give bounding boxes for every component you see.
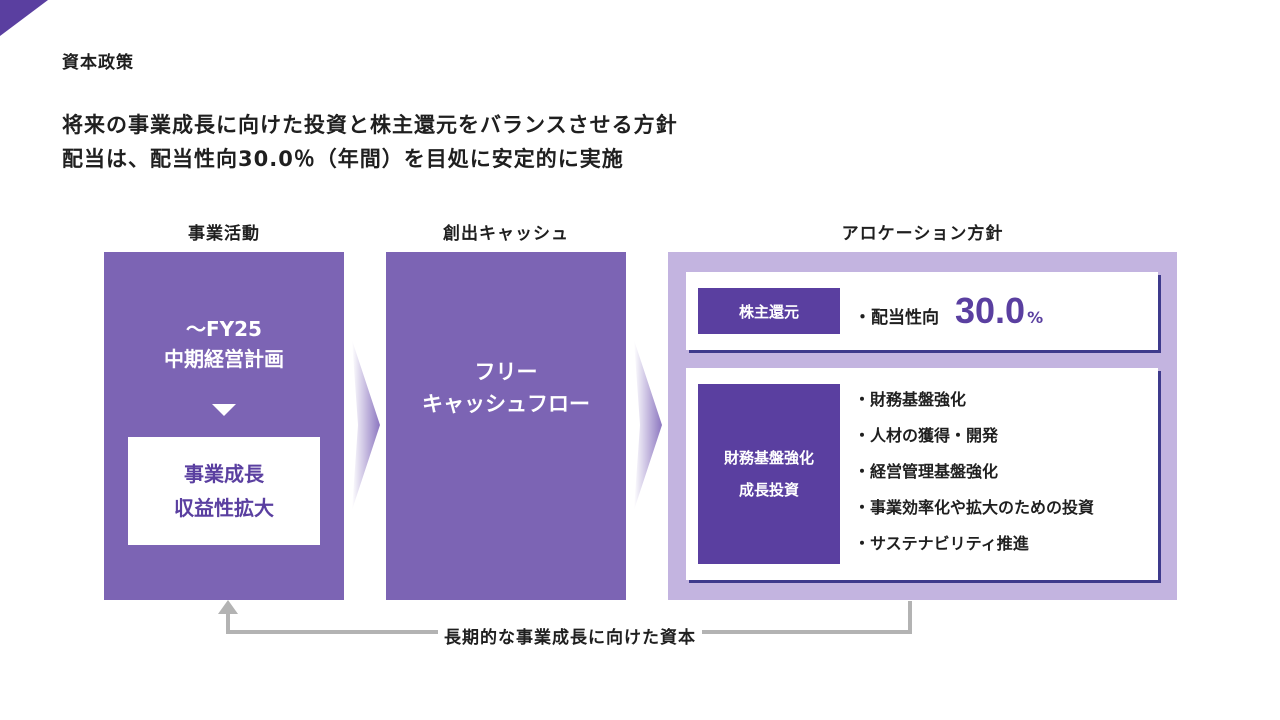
plan-period: ～FY25: [186, 317, 262, 341]
column-label-cash: 創出キャッシュ: [443, 224, 569, 244]
growth-result-box: 事業成長 収益性拡大: [128, 437, 320, 545]
headline-line-1: 将来の事業成長に向けた投資と株主還元をバランスさせる方針: [62, 113, 678, 137]
list-item: ・サステナビリティ推進: [854, 534, 1029, 553]
headline: 将来の事業成長に向けた投資と株主還元をバランスさせる方針 配当は、配当性向30.…: [62, 108, 678, 176]
plan-name: 中期経営計画: [164, 347, 284, 371]
shareholder-return-panel: 株主還元 ・配当性向 30.0 %: [686, 272, 1158, 350]
payout-ratio-value: 30.0: [955, 290, 1026, 331]
growth-line-2: 収益性拡大: [174, 496, 274, 520]
investment-list: ・財務基盤強化 ・人材の獲得・開発 ・経営管理基盤強化 ・事業効率化や拡大のため…: [854, 386, 1094, 566]
payout-ratio-label: ・配当性向: [854, 308, 939, 328]
list-item: ・経営管理基盤強化: [854, 462, 999, 481]
free-cash-flow-label: フリー キャッシュフロー: [422, 356, 590, 420]
headline-line-2: 配当は、配当性向30.0％（年間）を目処に安定的に実施: [62, 147, 624, 171]
column-label-allocation: アロケーション方針: [841, 224, 1004, 244]
mid-term-plan: ～FY25 中期経営計画: [104, 314, 344, 374]
investment-tag-line-1: 財務基盤強化: [723, 449, 814, 467]
cash-line-2: キャッシュフロー: [422, 392, 590, 416]
list-item: ・財務基盤強化: [854, 390, 967, 409]
feedback-label: 長期的な事業成長に向けた資本: [0, 623, 1140, 648]
cash-line-1: フリー: [474, 360, 538, 384]
payout-ratio: ・配当性向 30.0 %: [854, 290, 1043, 332]
list-item: ・事業効率化や拡大のための投資: [854, 498, 1095, 517]
growth-line-1: 事業成長: [184, 462, 264, 486]
list-item: ・人材の獲得・開発: [854, 426, 999, 445]
chevron-right-icon: [634, 340, 662, 510]
arrow-up-icon: [218, 600, 238, 614]
chevron-right-icon: [352, 340, 380, 510]
payout-ratio-unit: %: [1027, 308, 1044, 327]
feedback-label-text: 長期的な事業成長に向けた資本: [438, 628, 702, 648]
column-label-business: 事業活動: [188, 224, 260, 244]
section-title: 資本政策: [62, 53, 134, 73]
investment-panel: 財務基盤強化 成長投資 ・財務基盤強化 ・人材の獲得・開発 ・経営管理基盤強化 …: [686, 368, 1158, 580]
investment-tag: 財務基盤強化 成長投資: [698, 384, 840, 564]
free-cash-flow-box: フリー キャッシュフロー: [386, 252, 626, 600]
corner-accent: [0, 0, 48, 36]
allocation-policy-box: 株主還元 ・配当性向 30.0 % 財務基盤強化 成長投資 ・財務基盤強化 ・人…: [668, 252, 1177, 600]
business-activity-box: ～FY25 中期経営計画 事業成長 収益性拡大: [104, 252, 344, 600]
down-triangle-icon: [212, 404, 236, 416]
investment-tag-line-2: 成長投資: [738, 481, 799, 499]
shareholder-return-tag: 株主還元: [698, 288, 840, 334]
